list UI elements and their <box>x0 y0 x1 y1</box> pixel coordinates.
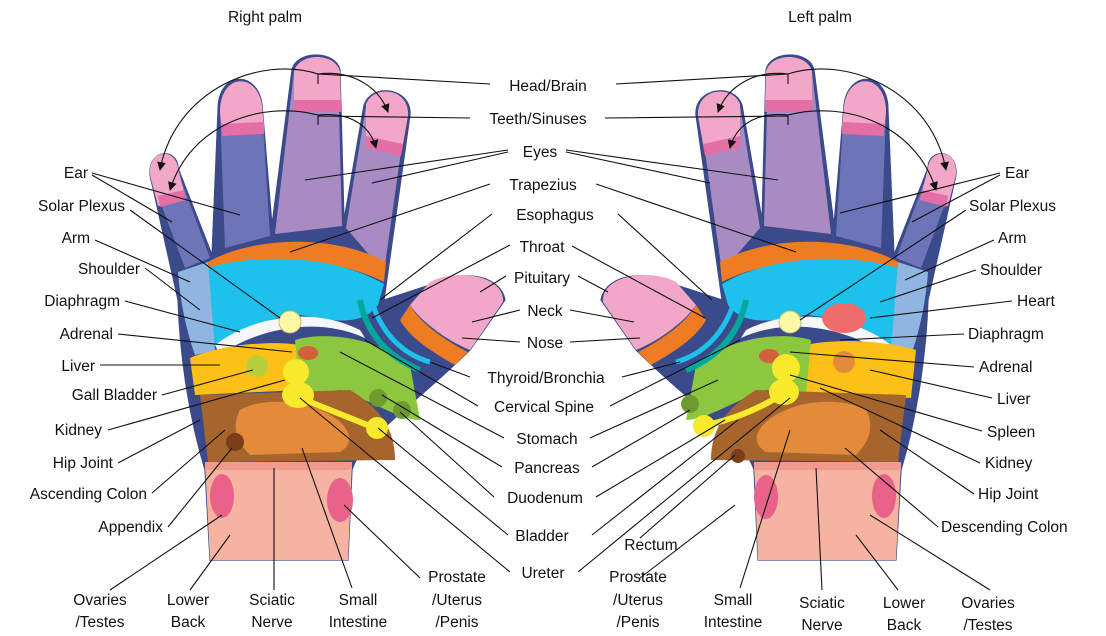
label-bladder: Bladder <box>515 528 568 545</box>
left-label-solar-plexus: Solar Plexus <box>969 198 1056 215</box>
left-label-testes: /Testes <box>963 617 1012 634</box>
left-label-nerve: Nerve <box>801 617 842 634</box>
left-label-back: Back <box>887 617 922 634</box>
label-thyroid-bronchia: Thyroid/Bronchia <box>487 370 605 387</box>
right-label-intestine: Intestine <box>329 614 388 631</box>
left-label-heart: Heart <box>1017 293 1056 310</box>
label-duodenum: Duodenum <box>507 490 583 507</box>
label-esophagus: Esophagus <box>516 207 594 224</box>
right-label-uterus: /Uterus <box>432 592 482 609</box>
left-label-descending-colon: Descending Colon <box>941 519 1068 536</box>
label-throat: Throat <box>520 239 565 256</box>
label-teeth-sinuses: Teeth/Sinuses <box>489 111 587 128</box>
left-label-lower: Lower <box>883 595 925 612</box>
right-label-lower: Lower <box>167 592 209 609</box>
right-label-penis: /Penis <box>435 614 478 631</box>
left-label-penis: /Penis <box>616 614 659 631</box>
left-label-uterus: /Uterus <box>613 592 663 609</box>
label-cervical-spine: Cervical Spine <box>494 399 594 416</box>
label-rectum: Rectum <box>624 537 677 554</box>
left-label-intestine: Intestine <box>704 614 763 631</box>
right-label-hip-joint: Hip Joint <box>53 455 114 472</box>
left-label-small: Small <box>714 592 753 609</box>
right-label-arm: Arm <box>62 230 90 247</box>
label-trapezius: Trapezius <box>509 177 577 194</box>
right-label-solar-plexus: Solar Plexus <box>38 198 125 215</box>
label-eyes: Eyes <box>523 144 558 161</box>
right-label-diaphragm: Diaphragm <box>44 293 120 310</box>
label-neck: Neck <box>527 303 563 320</box>
right-label-ear: Ear <box>64 165 88 182</box>
right-label-back: Back <box>171 614 206 631</box>
right-label-kidney: Kidney <box>55 422 103 439</box>
right-label-nerve: Nerve <box>251 614 292 631</box>
right-label-testes: /Testes <box>75 614 124 631</box>
label-stomach: Stomach <box>516 431 577 448</box>
left-label-prostate: Prostate <box>609 569 667 586</box>
left-label-spleen: Spleen <box>987 424 1035 441</box>
right-label-appendix: Appendix <box>98 519 163 536</box>
left-label-adrenal: Adrenal <box>979 359 1032 376</box>
label-pituitary: Pituitary <box>514 270 570 287</box>
right-label-adrenal: Adrenal <box>60 326 113 343</box>
left-label-arm: Arm <box>998 230 1026 247</box>
label-ureter: Ureter <box>521 565 564 582</box>
left-label-sciatic: Sciatic <box>799 595 845 612</box>
label-pancreas: Pancreas <box>514 460 580 477</box>
label-nose: Nose <box>527 335 563 352</box>
left-label-kidney: Kidney <box>985 455 1033 472</box>
right-label-ovaries: Ovaries <box>73 592 127 609</box>
right-label-shoulder: Shoulder <box>78 261 140 278</box>
label-head-brain: Head/Brain <box>509 78 587 95</box>
right-label-gall-bladder: Gall Bladder <box>72 387 157 404</box>
left-label-shoulder: Shoulder <box>980 262 1042 279</box>
right-label-liver: Liver <box>61 358 95 375</box>
left-label-liver: Liver <box>997 391 1031 408</box>
left-palm-illustration <box>601 55 956 560</box>
title-right-palm: Right palm <box>228 9 302 26</box>
right-label-sciatic: Sciatic <box>249 592 295 609</box>
left-label-hip-joint: Hip Joint <box>978 486 1039 503</box>
left-label-diaphragm: Diaphragm <box>968 326 1044 343</box>
right-label-ascending-colon: Ascending Colon <box>30 486 147 503</box>
right-label-prostate: Prostate <box>428 569 486 586</box>
left-label-ovaries: Ovaries <box>961 595 1015 612</box>
right-label-small: Small <box>339 592 378 609</box>
title-left-palm: Left palm <box>788 9 852 26</box>
left-label-ear: Ear <box>1005 165 1029 182</box>
